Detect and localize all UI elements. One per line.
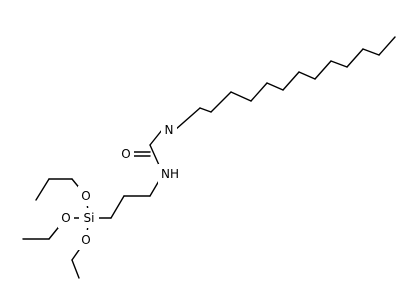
bond xyxy=(199,107,212,113)
atom-label-nitrogen-upper: N xyxy=(165,123,174,137)
bond xyxy=(71,259,80,279)
bond xyxy=(250,82,268,102)
atom-label-carbonyl-oxygen: O xyxy=(121,147,130,161)
atom-label-ethoxy-oxygen-bottom: O xyxy=(81,233,90,247)
bond xyxy=(378,36,396,56)
propyl-linker xyxy=(88,173,164,219)
atom-label-ethoxy-oxygen-top: O xyxy=(81,189,90,203)
atom-nitrogen-lower: NH xyxy=(158,164,182,184)
atom-nitrogen-upper: N xyxy=(161,120,177,140)
atom-label-ethoxy-oxygen-left: O xyxy=(61,211,70,225)
bond xyxy=(149,129,163,146)
atom-ethoxy-oxygen-bottom: O xyxy=(78,230,94,250)
atom-label-silicon: Si xyxy=(84,211,95,225)
bond xyxy=(298,71,316,80)
atom-label-nitrogen-lower: NH xyxy=(161,167,179,181)
atom-labels: N O NH Si O O O xyxy=(58,120,182,250)
bond xyxy=(362,48,380,56)
bond xyxy=(266,82,284,91)
bond xyxy=(346,48,364,68)
bond xyxy=(230,91,252,102)
atom-carbonyl-oxygen: O xyxy=(118,144,134,164)
atom-silicon: Si xyxy=(79,208,99,228)
bond xyxy=(330,60,348,68)
dodecyl-chain xyxy=(174,36,396,131)
bond xyxy=(210,91,232,113)
atom-ethoxy-oxygen-top: O xyxy=(78,186,94,206)
bond xyxy=(314,60,332,80)
atom-ethoxy-oxygen-left: O xyxy=(58,208,74,228)
bond xyxy=(174,107,201,131)
bond xyxy=(110,195,125,219)
bond xyxy=(35,178,50,201)
bond xyxy=(282,71,300,91)
